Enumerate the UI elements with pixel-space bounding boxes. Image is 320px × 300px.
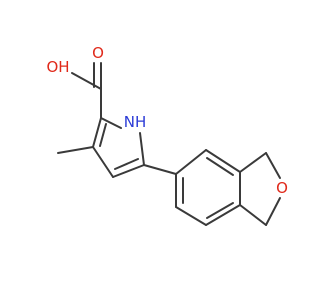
atom-label-ring-oxygen: O (276, 179, 288, 197)
bond-b4-b5 (205, 204, 241, 226)
bond-c4-c3 (92, 146, 114, 178)
bond-b2-b3-inner (206, 157, 234, 176)
bond-ch2-bottom-b4 (239, 204, 267, 226)
bond-c3-c2-inner (99, 123, 107, 147)
structure-diagram: OH O NH O (46, 44, 288, 226)
bond-pyrrole-benzene (143, 164, 177, 175)
bond-methyl (57, 146, 94, 154)
bond-n1-c5 (139, 132, 145, 166)
bonds (57, 62, 281, 226)
bond-b5-b6 (175, 206, 207, 226)
bond-c2-n1 (100, 117, 122, 129)
atom-label-carbonyl-oxygen: O (92, 44, 104, 62)
bond-c5-c4 (112, 164, 145, 178)
bond-b2-b3 (205, 149, 241, 173)
bond-b4-b5-inner (206, 202, 234, 219)
bond-c5-c4-inner (114, 158, 139, 170)
atom-labels: OH O NH O (46, 44, 287, 197)
atom-label-nh: NH (124, 113, 147, 131)
bond-ch2-top-o (265, 152, 281, 179)
bond-o-ch2-bottom (265, 197, 281, 226)
bond-c-oh (71, 72, 102, 90)
atom-label-hydroxyl: OH (46, 58, 69, 76)
bond-b1-b2 (175, 149, 207, 175)
bond-b3-ch2-top (239, 152, 267, 173)
bond-c3-c2 (92, 117, 102, 148)
